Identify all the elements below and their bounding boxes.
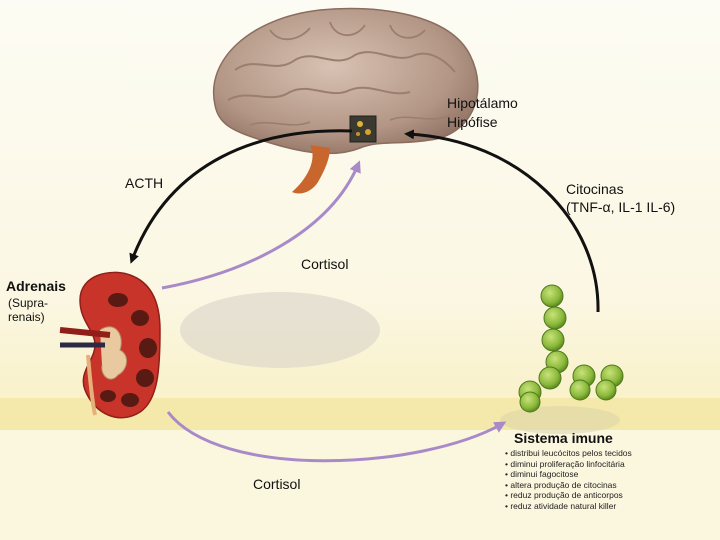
kidney-illustration	[59, 271, 161, 419]
immune-effect-item: reduz produção de anticorpos	[505, 490, 632, 501]
cytokines-list: (TNF-α, IL-1 IL-6)	[566, 199, 676, 215]
cells-shadow	[500, 406, 620, 434]
immune-effect-item: diminui fagocitose	[505, 469, 632, 480]
adrenals-sub-1: (Supra-	[8, 296, 49, 310]
hypothalamus-label: Hipotálamo	[447, 95, 518, 111]
cytokines-arrow	[404, 129, 600, 313]
adrenals-title: Adrenais	[6, 278, 66, 294]
immune-effects-list: distribui leucócitos pelos tecidos dimin…	[505, 448, 632, 512]
cytokines-title: Citocinas	[566, 181, 624, 197]
immune-effect-item: distribui leucócitos pelos tecidos	[505, 448, 631, 459]
immune-effect-item: diminui proliferação linfocitária	[505, 459, 632, 470]
immune-effect-item: altera produção de citocinas	[505, 480, 632, 491]
cortisol-upper-label: Cortisol	[301, 256, 349, 272]
immune-cells-illustration	[518, 284, 624, 413]
immune-effect-item: reduz atividade natural killer	[505, 501, 632, 512]
pituitary-label: Hipófise	[447, 114, 498, 130]
acth-label: ACTH	[125, 175, 164, 191]
acth-arrow	[129, 129, 353, 264]
immune-system-title: Sistema imune	[514, 430, 613, 446]
adrenals-sub-2: renais)	[8, 310, 45, 324]
cortisol-immune-arrow	[166, 411, 507, 463]
cortisol-feedback-arrow	[161, 160, 361, 290]
brain-illustration	[212, 7, 479, 194]
cortisol-lower-label: Cortisol	[253, 476, 301, 492]
kidney-shadow	[180, 292, 380, 368]
